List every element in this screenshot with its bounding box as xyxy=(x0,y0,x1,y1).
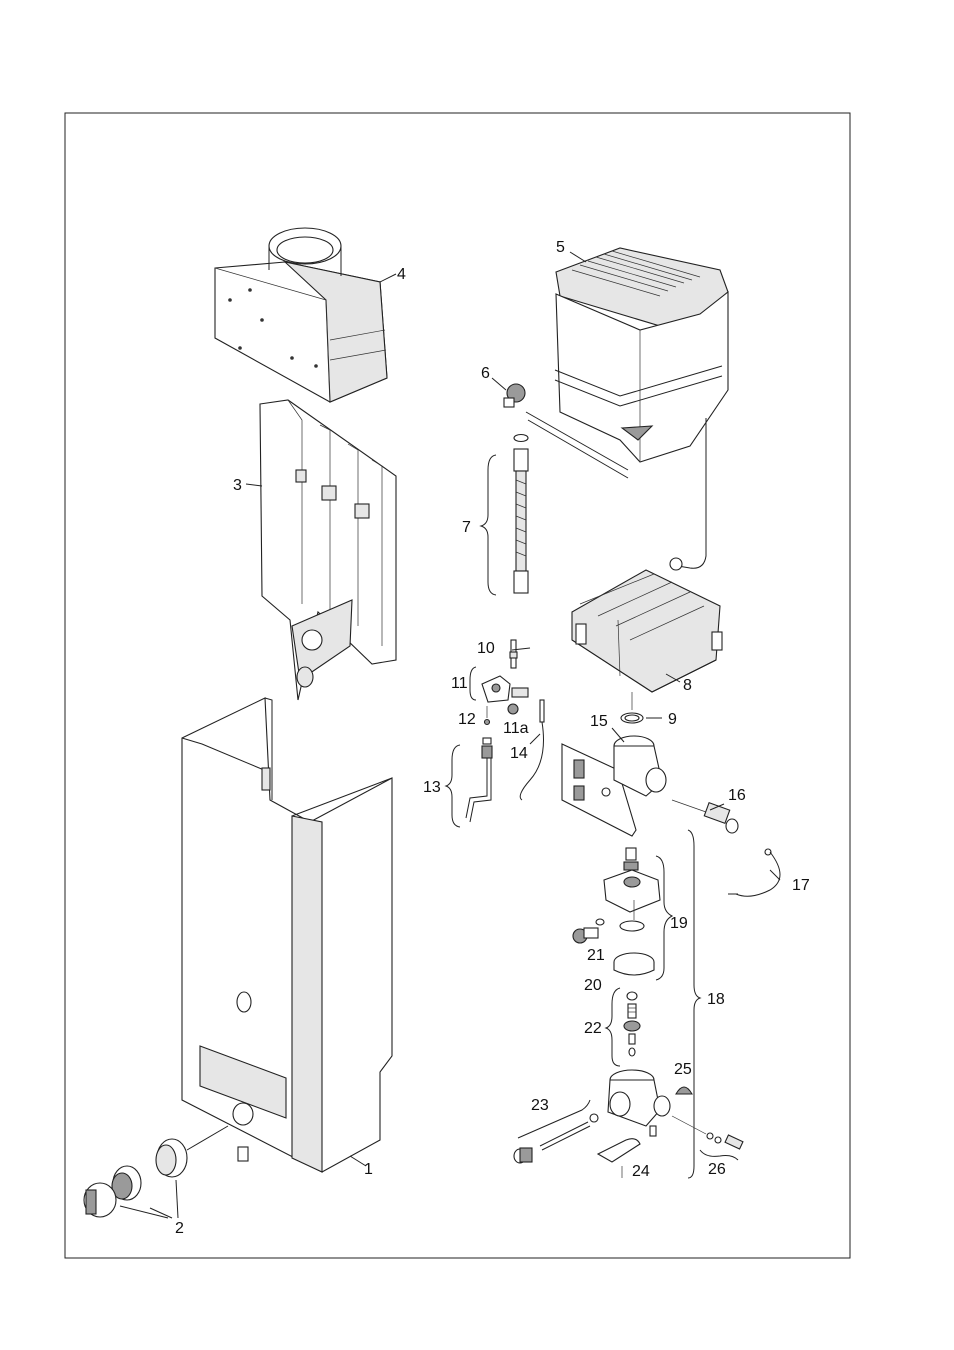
part-3-back-frame xyxy=(260,400,396,700)
part-26-sensor-fitting xyxy=(672,1116,743,1160)
part-13-pilot-tube xyxy=(446,738,492,827)
label-14: 14 xyxy=(510,745,528,762)
label-1: 1 xyxy=(364,1161,373,1178)
label-26: 26 xyxy=(708,1161,726,1178)
label-15: 15 xyxy=(590,713,608,730)
part-12-screw xyxy=(485,706,490,725)
part-22-spring-assembly xyxy=(606,988,640,1066)
part-15-gas-valve xyxy=(562,736,666,836)
label-17: 17 xyxy=(792,877,810,894)
part-11a-thermocouple-nut xyxy=(508,688,528,714)
part-7-flexible-hose xyxy=(481,435,528,596)
label-23: 23 xyxy=(531,1097,549,1114)
part-4-flue-hood xyxy=(215,228,387,402)
label-10: 10 xyxy=(477,640,495,657)
water-valve-body xyxy=(608,1070,670,1126)
part-5-heat-exchanger xyxy=(555,248,728,570)
part-20-diaphragm xyxy=(614,953,654,975)
label-12: 12 xyxy=(458,711,476,728)
label-6: 6 xyxy=(481,365,490,382)
label-13: 13 xyxy=(423,779,441,796)
label-22: 22 xyxy=(584,1020,602,1037)
part-1-front-casing xyxy=(182,698,392,1172)
part-9-seal xyxy=(621,692,643,723)
label-8: 8 xyxy=(683,677,692,694)
label-11: 11 xyxy=(451,675,468,692)
label-3: 3 xyxy=(233,477,242,494)
label-19: 19 xyxy=(670,915,688,932)
label-7: 7 xyxy=(462,519,471,536)
label-16: 16 xyxy=(728,787,746,804)
label-18: 18 xyxy=(707,991,725,1008)
part-2-control-knobs xyxy=(84,1126,228,1217)
part-10-electrode xyxy=(510,640,517,668)
label-5: 5 xyxy=(556,239,565,256)
part-16-connector xyxy=(672,800,738,833)
label-20: 20 xyxy=(584,977,602,994)
part-25-cap xyxy=(676,1087,692,1094)
part-23-valve-spindle xyxy=(514,1100,598,1163)
label-4: 4 xyxy=(397,266,406,283)
label-21: 21 xyxy=(587,947,605,964)
label-11a: 11a xyxy=(503,720,529,737)
label-25: 25 xyxy=(674,1061,692,1078)
label-2: 2 xyxy=(175,1220,184,1237)
label-24: 24 xyxy=(632,1163,650,1180)
label-9: 9 xyxy=(668,711,677,728)
part-11-pilot-bracket xyxy=(470,667,510,702)
part-8-burner xyxy=(572,570,722,692)
